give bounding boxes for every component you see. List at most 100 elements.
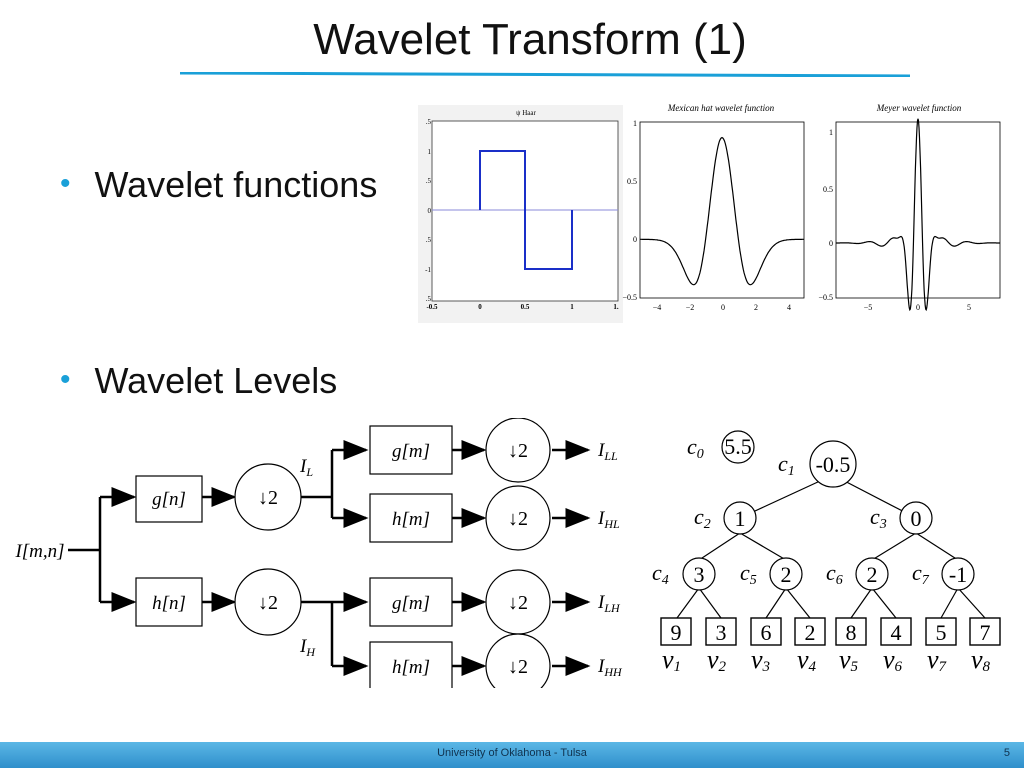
svg-text:5: 5 — [936, 620, 947, 645]
svg-text:−5: −5 — [864, 303, 873, 312]
svg-text:.5: .5 — [426, 177, 432, 185]
haar-x-ticks: -0.5 0 0.5 1 1. — [426, 303, 618, 311]
slide-footer: University of Oklahoma - Tulsa 5 — [0, 742, 1024, 768]
svg-text:↓2: ↓2 — [258, 487, 278, 509]
svg-text:-0.5: -0.5 — [426, 303, 438, 311]
downsample-circle-3 — [485, 418, 551, 483]
page-number: 5 — [1003, 747, 1010, 759]
output-HL: IHL — [597, 508, 620, 531]
svg-text:.5: .5 — [426, 236, 432, 244]
svg-text:2: 2 — [805, 620, 816, 645]
haar-wavelet-curve — [479, 150, 573, 270]
svg-text:1: 1 — [570, 303, 574, 311]
tree-leaf-2 — [705, 617, 737, 646]
tree-label-c4: c4 — [652, 560, 669, 588]
bullet-wavelet-functions: •Wavelet functions — [60, 164, 378, 205]
svg-text:-0.5: -0.5 — [816, 452, 851, 477]
svg-text:h[n]: h[n] — [152, 593, 186, 614]
svg-text:−0.5: −0.5 — [818, 293, 833, 302]
filter-h-m-box-1 — [369, 493, 453, 543]
svg-text:0.5: 0.5 — [823, 185, 833, 194]
svg-text:−0.5: −0.5 — [622, 293, 637, 302]
svg-text:v1: v1 — [662, 645, 681, 675]
tree-node-c7 — [941, 557, 975, 591]
tree-node-c6 — [855, 557, 889, 591]
svg-text:1: 1 — [633, 119, 637, 128]
tree-label-c6: c6 — [826, 560, 843, 588]
filter-g-n-box — [135, 475, 203, 523]
intermediate-label-high: IH — [299, 636, 316, 659]
tree-node-c4 — [682, 557, 716, 591]
title-underline — [180, 72, 910, 77]
svg-text:.5: .5 — [426, 295, 432, 303]
svg-text:↓2: ↓2 — [508, 440, 528, 462]
svg-text:-1: -1 — [425, 266, 431, 274]
tree-leaf-4 — [794, 617, 826, 646]
svg-text:h[m]: h[m] — [392, 509, 430, 530]
svg-text:0: 0 — [911, 506, 922, 531]
bullet-dot: • — [60, 363, 71, 396]
filter-g-m-box-1 — [369, 425, 453, 475]
svg-text:0: 0 — [478, 303, 482, 311]
tree-leaf-1 — [660, 617, 692, 646]
svg-text:5: 5 — [967, 303, 971, 312]
svg-text:v4: v4 — [797, 645, 817, 675]
tree-leaf-3 — [750, 617, 782, 646]
filter-h-n-box — [135, 577, 203, 627]
mexican-hat-curve — [640, 136, 804, 286]
svg-text:v2: v2 — [707, 645, 727, 675]
tree-leaf-5 — [835, 617, 867, 646]
svg-text:7: 7 — [980, 620, 991, 645]
haar-wavelet-plot: ψ Haar .5 1 .5 0 .5 -1 .5 -0.5 0 0.5 1 1… — [418, 105, 623, 323]
tree-label-c2: c2 — [694, 504, 711, 532]
svg-text:↓2: ↓2 — [258, 592, 278, 614]
svg-text:0: 0 — [829, 239, 833, 248]
mexican-hat-plot: Mexican hat wavelet function 1 0.5 0 −0.… — [622, 103, 805, 312]
tree-node-c0 — [721, 430, 755, 464]
tree-leaf-8 — [969, 617, 1001, 646]
svg-text:6: 6 — [761, 620, 772, 645]
slide-title: Wavelet Transform (1) — [313, 15, 747, 64]
svg-text:v8: v8 — [971, 645, 991, 675]
svg-text:9: 9 — [671, 620, 682, 645]
svg-text:h[m]: h[m] — [392, 657, 430, 678]
meyer-wavelet-curve — [836, 118, 1000, 312]
downsample-circle-6 — [485, 633, 551, 688]
haar-y-ticks: .5 1 .5 0 .5 -1 .5 — [425, 118, 431, 303]
tree-leaf-7 — [925, 617, 957, 646]
svg-text:0: 0 — [916, 303, 920, 312]
svg-text:v7: v7 — [927, 645, 948, 675]
svg-text:2: 2 — [781, 562, 792, 587]
tree-label-c3: c3 — [870, 504, 887, 532]
tree-node-c2 — [723, 501, 757, 535]
mexican-hat-y-ticks: 1 0.5 0 −0.5 — [622, 119, 637, 302]
footer-university: University of Oklahoma - Tulsa — [437, 747, 587, 759]
svg-text:−2: −2 — [686, 303, 695, 312]
tree-label-c1: c1 — [778, 451, 795, 479]
tree-node-c3 — [899, 501, 933, 535]
svg-text:1: 1 — [428, 148, 432, 156]
downsample-circle-4 — [485, 485, 551, 551]
svg-text:↓2: ↓2 — [508, 656, 528, 678]
tree-node-c1 — [809, 440, 857, 488]
output-HH: IHH — [597, 656, 623, 679]
svg-text:8: 8 — [846, 620, 857, 645]
meyer-x-ticks: −5 0 5 — [864, 303, 971, 312]
svg-text:0: 0 — [633, 235, 637, 244]
intermediate-label-low: IL — [299, 456, 313, 479]
output-LH: ILH — [597, 592, 621, 615]
input-label: I[m,n] — [14, 541, 64, 562]
svg-text:0.5: 0.5 — [521, 303, 530, 311]
filter-g-m-box-2 — [369, 577, 453, 627]
mexican-hat-title: Mexican hat wavelet function — [667, 103, 775, 113]
meyer-y-ticks: 1 0.5 0 −0.5 — [818, 128, 833, 302]
svg-text:4: 4 — [891, 620, 902, 645]
svg-text:0.5: 0.5 — [627, 177, 637, 186]
svg-text:v6: v6 — [883, 645, 903, 675]
svg-text:g[m]: g[m] — [392, 441, 430, 462]
svg-text:4: 4 — [787, 303, 791, 312]
tree-node-c5 — [769, 557, 803, 591]
svg-text:2: 2 — [867, 562, 878, 587]
meyer-wavelet-plot: Meyer wavelet function 1 0.5 0 −0.5 −5 0… — [818, 103, 1001, 312]
tree-label-c7: c7 — [912, 560, 930, 588]
